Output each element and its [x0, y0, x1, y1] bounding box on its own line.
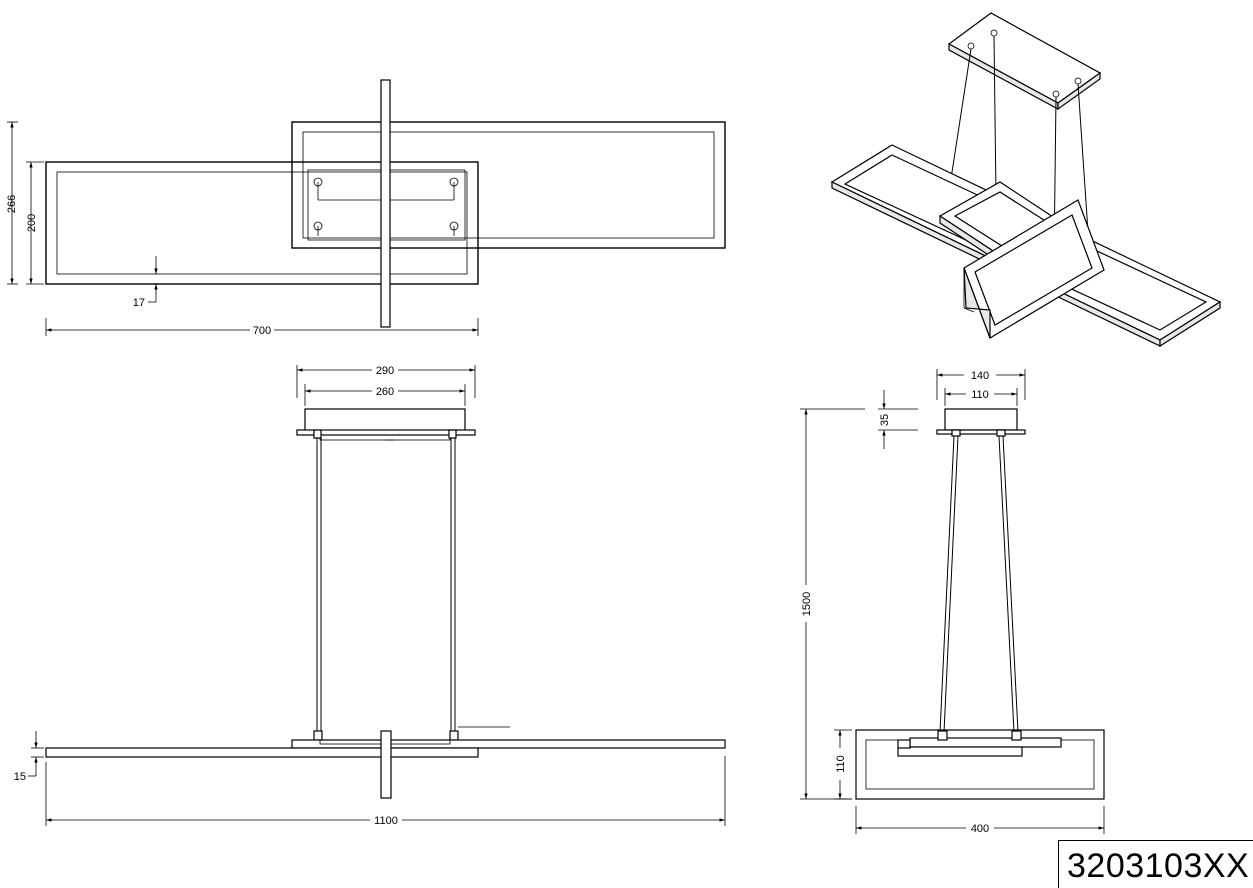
dim-35: 35: [879, 414, 891, 426]
dim-1500: 1500: [801, 592, 813, 616]
top-view: 266 200 17 700: [6, 79, 726, 337]
dim-260: 260: [376, 386, 394, 398]
dim-290: 290: [376, 365, 394, 377]
dim-400: 400: [971, 823, 989, 835]
dim-1100: 1100: [374, 815, 398, 827]
dim-700: 700: [253, 325, 271, 337]
dim-15: 15: [14, 771, 26, 783]
dim-266: 266: [6, 195, 18, 213]
dim-17: 17: [133, 297, 145, 309]
title-block: 3203103XX: [1058, 840, 1253, 888]
product-code: 3203103XX: [1067, 847, 1250, 885]
isometric-view: [830, 12, 1222, 348]
dim-110-canopy: 110: [971, 389, 989, 401]
dim-140: 140: [971, 370, 989, 382]
side-view: 140 110 35 1500 110 400: [800, 369, 1105, 835]
dim-110-frame: 110: [835, 755, 847, 773]
dim-200: 200: [26, 214, 38, 232]
front-view: 290 260 15 1100: [14, 365, 726, 827]
